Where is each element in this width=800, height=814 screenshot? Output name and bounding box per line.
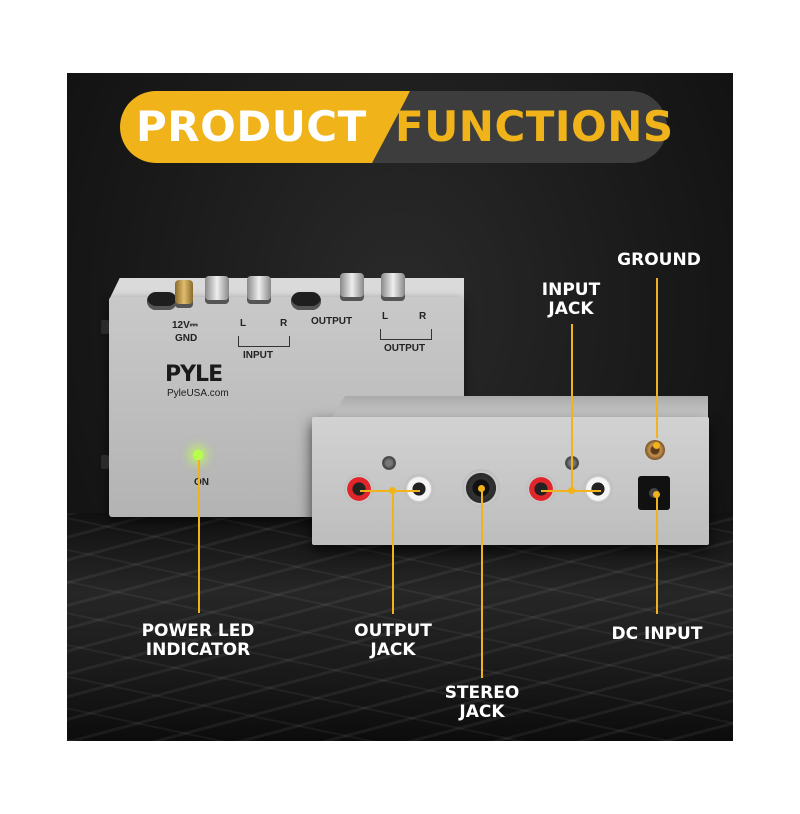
front-unit-top-face: [330, 396, 708, 420]
side-screw-lower: [101, 455, 109, 469]
label-input-l: L: [240, 318, 247, 329]
input-callout-line: [571, 324, 573, 491]
callout-power-led-line1: POWER LED: [141, 621, 255, 641]
ground-callout-dot: [653, 442, 660, 449]
label-output-mid: OUTPUT: [311, 316, 353, 327]
stereo-callout-dot: [478, 485, 485, 492]
brand-url: PyleUSA.com: [167, 388, 229, 399]
back-unit-top-face: [109, 278, 464, 300]
output-callout-dot: [389, 487, 396, 494]
input-bracket: [238, 336, 290, 347]
output-jack-red: [344, 474, 374, 504]
input-jack-white: [583, 474, 613, 504]
label-on: ON: [194, 477, 209, 488]
callout-input-jack-line1: INPUT: [541, 280, 601, 300]
input-r-jack-top: [247, 276, 271, 304]
output-jack-white: [404, 474, 434, 504]
callout-input-jack-line2: JACK: [548, 299, 594, 319]
callout-output-jack-line1: OUTPUT: [354, 621, 432, 641]
screw-output: [382, 456, 396, 470]
callout-stereo-jack-line2: JACK: [459, 702, 505, 722]
ground-terminal: [645, 440, 665, 460]
input-jack-red: [526, 474, 556, 504]
led-callout-line: [198, 460, 200, 613]
banner-left-segment: [120, 91, 410, 163]
callout-power-led-line2: INDICATOR: [145, 640, 251, 660]
power-switch-top: [147, 292, 177, 310]
ground-callout-line: [656, 278, 658, 438]
input-l-jack-top: [205, 276, 229, 304]
banner-word-product: PRODUCT: [136, 102, 367, 151]
input-callout-dot: [568, 487, 575, 494]
banner-word-functions: FUNCTIONS: [395, 102, 674, 151]
banner-right-segment: [372, 91, 667, 163]
title-banner: PRODUCT FUNCTIONS: [120, 91, 673, 163]
callout-stereo-jack-line1: STEREO: [444, 683, 520, 703]
dc-callout-line: [656, 496, 658, 614]
callout-dc-input: DC INPUT: [611, 624, 703, 644]
power-led: [193, 450, 203, 460]
label-12v: 12V⎓: [172, 320, 198, 331]
side-screw-upper: [101, 320, 109, 334]
label-output-r: R: [419, 311, 427, 322]
label-gnd: GND: [175, 333, 198, 344]
stereo-callout-line: [481, 488, 483, 678]
ground-post-top: [175, 280, 193, 308]
label-input: INPUT: [243, 350, 273, 361]
callout-ground: GROUND: [617, 250, 701, 270]
label-input-r: R: [280, 318, 288, 329]
marble-floor: [67, 513, 733, 741]
stereo-jack-top: [291, 292, 321, 310]
output-bracket: [380, 329, 432, 340]
output-callout-line: [392, 490, 394, 614]
dc-callout-dot: [653, 491, 660, 498]
label-output: OUTPUT: [384, 343, 426, 354]
output-r-jack-top: [381, 273, 405, 301]
output-jack-top: [340, 273, 364, 301]
brand-logo: PYLE: [165, 362, 223, 387]
callout-output-jack-line2: JACK: [370, 640, 416, 660]
label-output-l: L: [382, 311, 389, 322]
